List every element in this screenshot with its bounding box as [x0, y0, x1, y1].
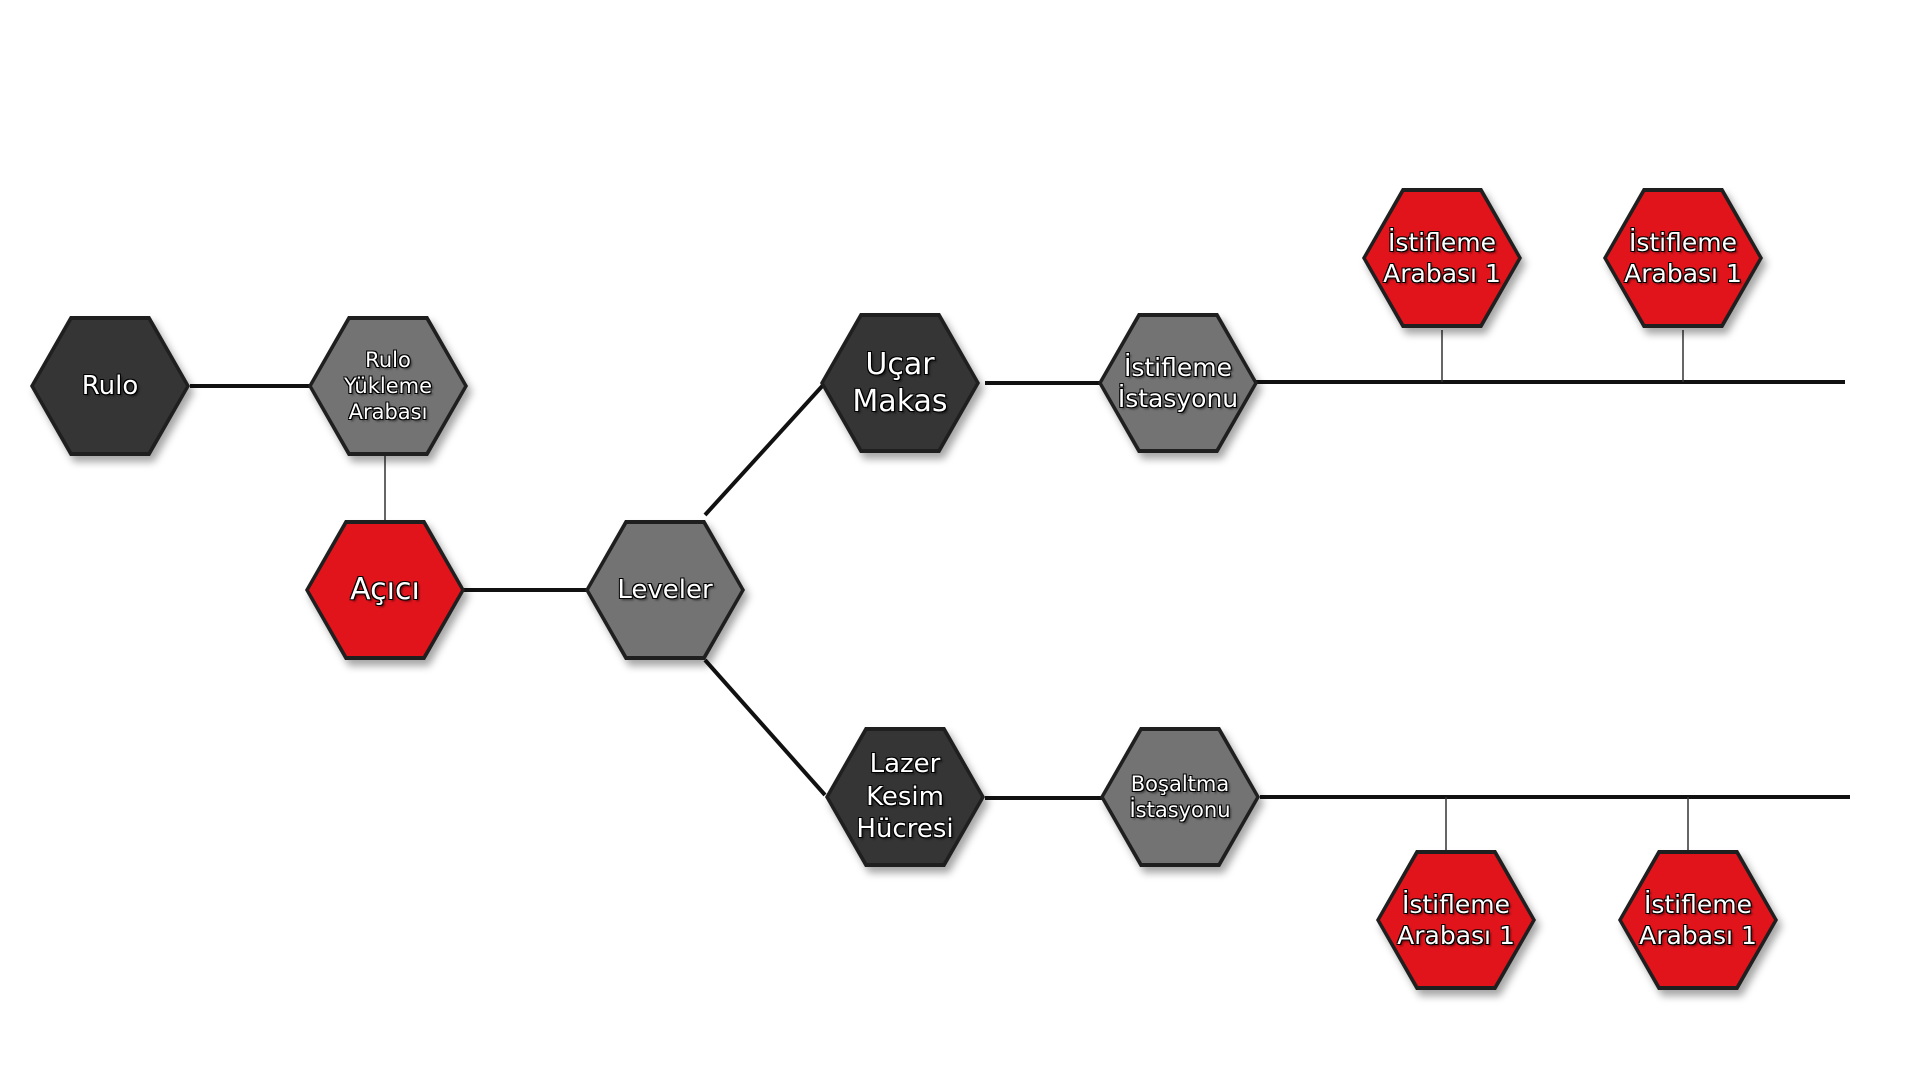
node-label: Leveler [617, 574, 713, 605]
node-label: Uçar Makas [852, 346, 948, 420]
node-acici: Açıcı [305, 520, 465, 660]
node-label: İstifleme Arabası 1 [1624, 227, 1742, 288]
node-leveler: Leveler [585, 520, 745, 660]
node-rulo-yukleme-arabasi: Rulo Yükleme Arabası [308, 316, 468, 456]
node-label: İstifleme Arabası 1 [1639, 889, 1757, 950]
node-label: İstifleme Arabası 1 [1397, 889, 1515, 950]
node-istifleme-istasyonu: İstifleme İstasyonu [1098, 313, 1258, 453]
node-rulo: Rulo [30, 316, 190, 456]
node-label: İstifleme Arabası 1 [1383, 227, 1501, 288]
hex-fill [1380, 854, 1532, 986]
hex-fill [1607, 192, 1759, 324]
node-label: İstifleme İstasyonu [1117, 352, 1239, 413]
hex-fill [1104, 731, 1256, 863]
edge-leveler-to-lazer-kesim [703, 658, 827, 797]
hex-fill [312, 320, 464, 452]
hex-fill [309, 524, 461, 656]
node-istifleme-arabasi-top-2: İstifleme Arabası 1 [1603, 188, 1763, 328]
hex-fill [1366, 192, 1518, 324]
node-label: Açıcı [350, 572, 420, 608]
node-label: Boşaltma İstasyonu [1129, 771, 1231, 822]
node-istifleme-arabasi-bottom-1: İstifleme Arabası 1 [1376, 850, 1536, 990]
node-istifleme-arabasi-bottom-2: İstifleme Arabası 1 [1618, 850, 1778, 990]
hex-fill [1102, 317, 1254, 449]
node-label: Rulo [81, 370, 139, 401]
node-istifleme-arabasi-top-1: İstifleme Arabası 1 [1362, 188, 1522, 328]
node-bosaltma-istasyonu: Boşaltma İstasyonu [1100, 727, 1260, 867]
node-lazer-kesim-hucresi: Lazer Kesim Hücresi [825, 727, 985, 867]
edge-leveler-to-ucar-makas [703, 381, 827, 517]
hex-fill [1622, 854, 1774, 986]
node-label: Rulo Yükleme Arabası [343, 347, 433, 425]
node-ucar-makas: Uçar Makas [820, 313, 980, 453]
node-label: Lazer Kesim Hücresi [856, 749, 954, 845]
